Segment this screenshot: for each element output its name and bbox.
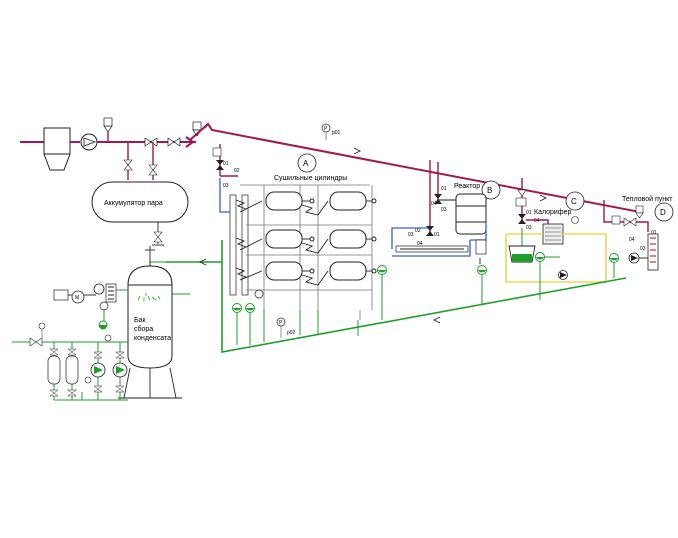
heater-coil [542, 223, 564, 245]
drying-cylinder [265, 261, 315, 281]
motor-icon [71, 290, 85, 304]
flow-arrow-icon [432, 316, 441, 324]
svg-text:02: 02 [415, 228, 421, 234]
steam-source [20, 117, 195, 180]
heat-point-label: Тепловой пункт [622, 195, 673, 203]
flow-arrow-icon [353, 147, 362, 155]
svg-text:04: 04 [534, 218, 540, 224]
condensate-branches [357, 310, 361, 336]
fan-icon [93, 283, 105, 295]
svg-text:03: 03 [640, 246, 646, 252]
relief-valve-icon [103, 117, 113, 142]
heater-label: Калорифер [534, 209, 571, 216]
svg-text:04: 04 [417, 241, 423, 247]
drying-cylinder [329, 191, 377, 211]
section-b-badge: B [487, 186, 492, 195]
section-d-badge: D [660, 208, 666, 217]
drying-cylinder [329, 229, 377, 249]
section-d: D Тепловой пункт 01 04 03 [603, 195, 674, 278]
svg-text:01: 01 [441, 186, 447, 192]
svg-text:03: 03 [408, 232, 414, 238]
section-a: A Сушильные цилиндры 01 03 02 [212, 144, 387, 345]
sensor-p01-label: p01 [332, 130, 341, 136]
svg-text:M: M [75, 295, 79, 301]
svg-text:01: 01 [223, 161, 229, 167]
drying-cylinder [265, 191, 315, 211]
drying-cylinders-label: Сушильные цилиндры [274, 175, 347, 182]
svg-text:01: 01 [434, 232, 440, 238]
section-a-badge: A [303, 159, 309, 168]
svg-text:03: 03 [441, 207, 447, 213]
condensate-tank: Бак сбора конденсата [118, 246, 182, 399]
svg-text:P: P [324, 126, 328, 132]
section-c-badge: C [571, 197, 577, 206]
svg-text:04: 04 [431, 201, 437, 207]
drying-cylinder [265, 229, 315, 249]
heat-exchanger [647, 233, 659, 271]
svg-text:01: 01 [651, 230, 657, 236]
flow-arrow-icon [198, 258, 207, 266]
steam-accumulator: Аккумулятор пара [91, 181, 189, 246]
gate-valve-icon [167, 137, 181, 147]
svg-text:04: 04 [629, 237, 635, 243]
svg-text:P: P [279, 320, 283, 326]
section-b: B Реактор 01 03 04 02 01 04 03 [381, 160, 501, 304]
sensor-p02-label: p02 [287, 330, 296, 336]
filter-vessel [47, 355, 61, 385]
tank-label-line1: Бак [134, 317, 146, 324]
steam-accumulator-label: Аккумулятор пара [104, 200, 163, 207]
motor-unit: M [53, 283, 128, 330]
cyclone-separator [43, 127, 71, 171]
flow-arrow-icon [539, 194, 548, 202]
tank-label-line2: сбора [134, 325, 153, 333]
drying-cylinder [329, 261, 377, 281]
svg-text:02: 02 [234, 168, 240, 174]
svg-text:03: 03 [223, 183, 229, 189]
filter-vessel [65, 355, 79, 385]
reactor-vessel [455, 193, 487, 235]
steam-header: p01 P [189, 121, 641, 213]
svg-text:03: 03 [526, 225, 532, 231]
feed-pump-group [12, 322, 128, 401]
svg-text:01: 01 [526, 210, 532, 216]
condensate-return-line [149, 240, 627, 353]
tank-label-line3: конденсата [134, 335, 171, 342]
reactor-label: Реактор [454, 183, 480, 190]
gate-valve-icon [144, 137, 158, 147]
